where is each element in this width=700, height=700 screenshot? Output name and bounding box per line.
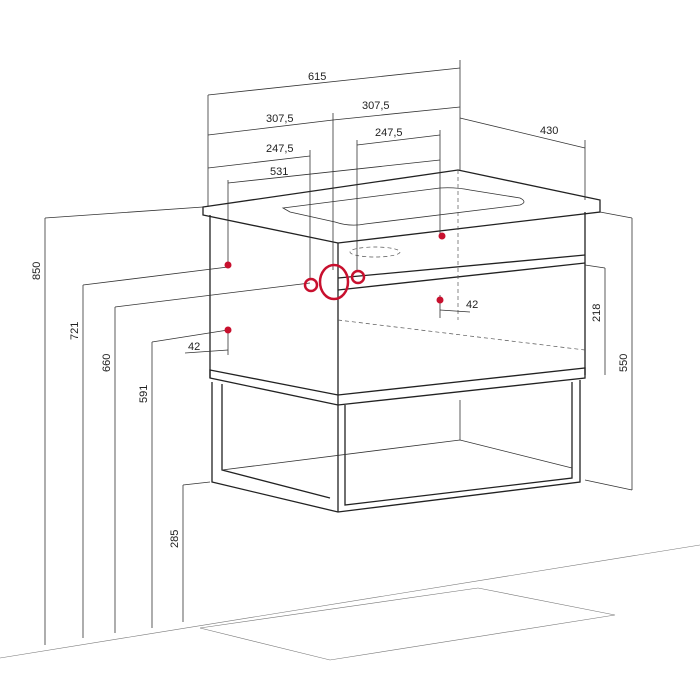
dim-247-right: 247,5 — [375, 127, 403, 139]
floor-and-wall — [0, 544, 700, 661]
dimension-labels: 615 307,5 307,5 247,5 247,5 531 430 42 4… — [31, 71, 630, 548]
connection-markers — [224, 232, 446, 334]
dim-850: 850 — [31, 262, 43, 280]
dim-531: 531 — [270, 166, 288, 178]
dim-285: 285 — [169, 530, 181, 548]
vanity-outline — [202, 169, 601, 513]
dim-430: 430 — [540, 125, 558, 137]
dim-307-right: 307,5 — [362, 100, 390, 112]
dim-660: 660 — [101, 354, 113, 372]
dim-307-left: 307,5 — [266, 113, 294, 125]
dim-218: 218 — [591, 304, 603, 322]
dim-42-left: 42 — [188, 341, 200, 353]
dim-42-right: 42 — [466, 299, 478, 311]
dim-247-left: 247,5 — [266, 143, 294, 155]
dim-721: 721 — [69, 322, 81, 340]
dimension-lines — [44, 60, 633, 645]
dim-550: 550 — [618, 354, 630, 372]
dim-615: 615 — [308, 71, 326, 83]
dim-591: 591 — [138, 385, 150, 403]
